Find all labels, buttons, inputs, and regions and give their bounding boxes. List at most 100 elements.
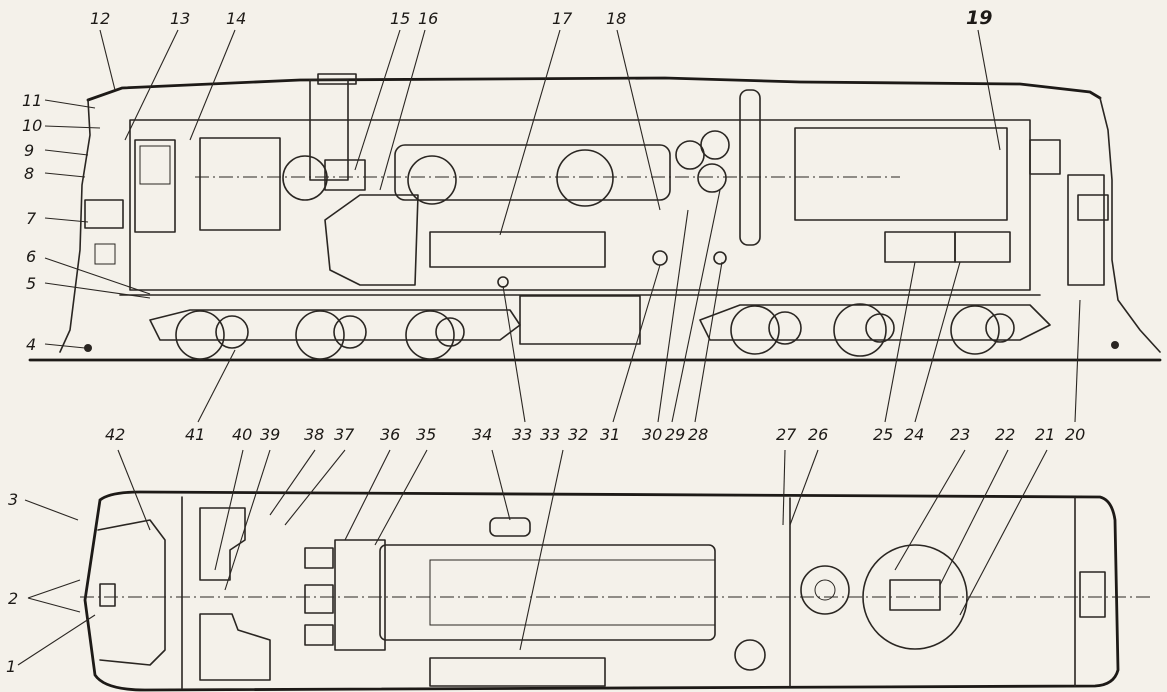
leader xyxy=(197,349,236,423)
front-hood-box xyxy=(94,243,116,265)
turbocharger xyxy=(324,159,366,191)
leader xyxy=(269,449,316,516)
leader xyxy=(344,449,391,541)
callout-4: 4 xyxy=(26,335,36,354)
callout-42: 42 xyxy=(105,425,125,444)
leader xyxy=(27,579,81,599)
callout-9: 9 xyxy=(24,141,34,160)
motor-5 xyxy=(865,313,895,343)
leader xyxy=(612,264,661,423)
motor-2 xyxy=(333,315,367,349)
main-generator xyxy=(394,144,671,201)
leader xyxy=(189,29,236,141)
leader xyxy=(44,99,96,109)
leader xyxy=(519,449,564,651)
callout-31: 31 xyxy=(600,425,620,444)
engine-block xyxy=(324,194,419,286)
motor-1 xyxy=(215,315,249,349)
leader xyxy=(1074,299,1081,423)
leader xyxy=(782,449,786,526)
engine-blower xyxy=(282,155,328,201)
crank-case xyxy=(429,559,716,626)
front-bogie-frame xyxy=(149,309,521,341)
callout-19: 19 xyxy=(966,7,992,29)
rear-control-box xyxy=(1077,194,1109,221)
battery-box-b xyxy=(954,231,1011,263)
intake-circle xyxy=(407,155,457,205)
leader xyxy=(379,29,426,191)
leader xyxy=(44,257,151,295)
leader xyxy=(124,29,179,141)
callout-36: 36 xyxy=(380,425,400,444)
callout-21: 21 xyxy=(1035,425,1055,444)
leader xyxy=(354,29,401,171)
leader xyxy=(491,449,511,521)
battery-box-a xyxy=(884,231,956,263)
callout-35: 35 xyxy=(416,425,436,444)
callout-25: 25 xyxy=(873,425,893,444)
filter-column xyxy=(739,89,761,246)
fan-hub-small xyxy=(814,579,836,601)
exhaust-stack xyxy=(309,79,349,181)
fan-c xyxy=(697,163,727,193)
leader xyxy=(224,449,271,591)
leader xyxy=(657,209,689,423)
callout-22: 22 xyxy=(995,425,1015,444)
callout-10: 10 xyxy=(22,116,42,135)
wheel-3 xyxy=(405,310,455,360)
control-desk-top xyxy=(199,507,246,581)
callout-30: 30 xyxy=(642,425,662,444)
callout-3: 3 xyxy=(8,490,18,509)
callout-7: 7 xyxy=(26,209,37,228)
generator-plan xyxy=(334,539,386,651)
callout-32: 32 xyxy=(568,425,588,444)
roof-line xyxy=(86,76,1102,102)
leader xyxy=(44,217,89,223)
callout-23: 23 xyxy=(950,425,970,444)
callout-34: 34 xyxy=(472,425,492,444)
leader xyxy=(977,29,1001,151)
rear-cab-panel xyxy=(1079,571,1106,618)
leader xyxy=(44,343,86,349)
fan-b xyxy=(700,130,730,160)
callout-41: 41 xyxy=(185,425,205,444)
side-valve xyxy=(497,276,509,288)
callouts-plan: 42 40 39 38 37 36 35 34 33 32 27 26 23 2… xyxy=(6,425,1055,676)
fan-gear xyxy=(889,579,941,611)
leader xyxy=(374,449,428,546)
side-elevation xyxy=(28,73,1162,362)
fuel-pump xyxy=(489,517,531,537)
callout-18: 18 xyxy=(606,9,626,28)
wheel-6 xyxy=(950,305,1000,355)
callout-13: 13 xyxy=(170,9,190,28)
front-step-box xyxy=(84,199,124,229)
body-side xyxy=(129,119,1031,291)
wheel-1 xyxy=(175,310,225,360)
front-cab-window xyxy=(139,145,171,185)
traction-panel xyxy=(429,231,606,268)
leader xyxy=(894,449,966,571)
leader xyxy=(789,449,819,526)
callout-1: 1 xyxy=(6,657,16,676)
motor-3 xyxy=(435,317,465,347)
callout-15: 15 xyxy=(390,9,410,28)
leader xyxy=(939,449,1009,586)
leader xyxy=(44,282,151,299)
fan-disc-small xyxy=(800,565,850,615)
fuel-tank xyxy=(519,295,641,345)
side-valve-3 xyxy=(713,251,727,265)
leader xyxy=(44,172,86,178)
callout-28: 28 xyxy=(688,425,708,444)
radiator-panel xyxy=(794,127,1008,221)
aux-unit-b xyxy=(304,584,334,614)
callout-33-side: 33 xyxy=(512,425,532,444)
callout-2: 2 xyxy=(8,589,18,608)
coupler-front xyxy=(84,344,92,352)
callout-26: 26 xyxy=(808,425,828,444)
callout-29: 29 xyxy=(665,425,685,444)
front-cab-nose xyxy=(59,99,91,353)
aux-unit-c xyxy=(304,624,334,646)
callout-14: 14 xyxy=(226,9,246,28)
